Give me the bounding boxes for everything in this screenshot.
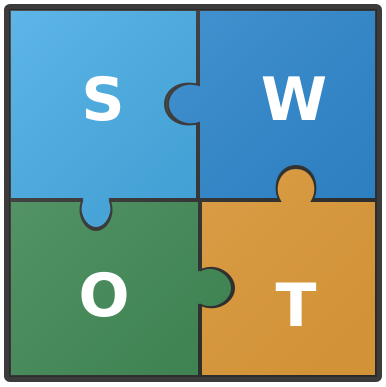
letter-o: O bbox=[78, 261, 129, 331]
letter-t: T bbox=[276, 271, 317, 341]
letter-w: W bbox=[261, 65, 327, 135]
letter-s: S bbox=[81, 65, 124, 135]
